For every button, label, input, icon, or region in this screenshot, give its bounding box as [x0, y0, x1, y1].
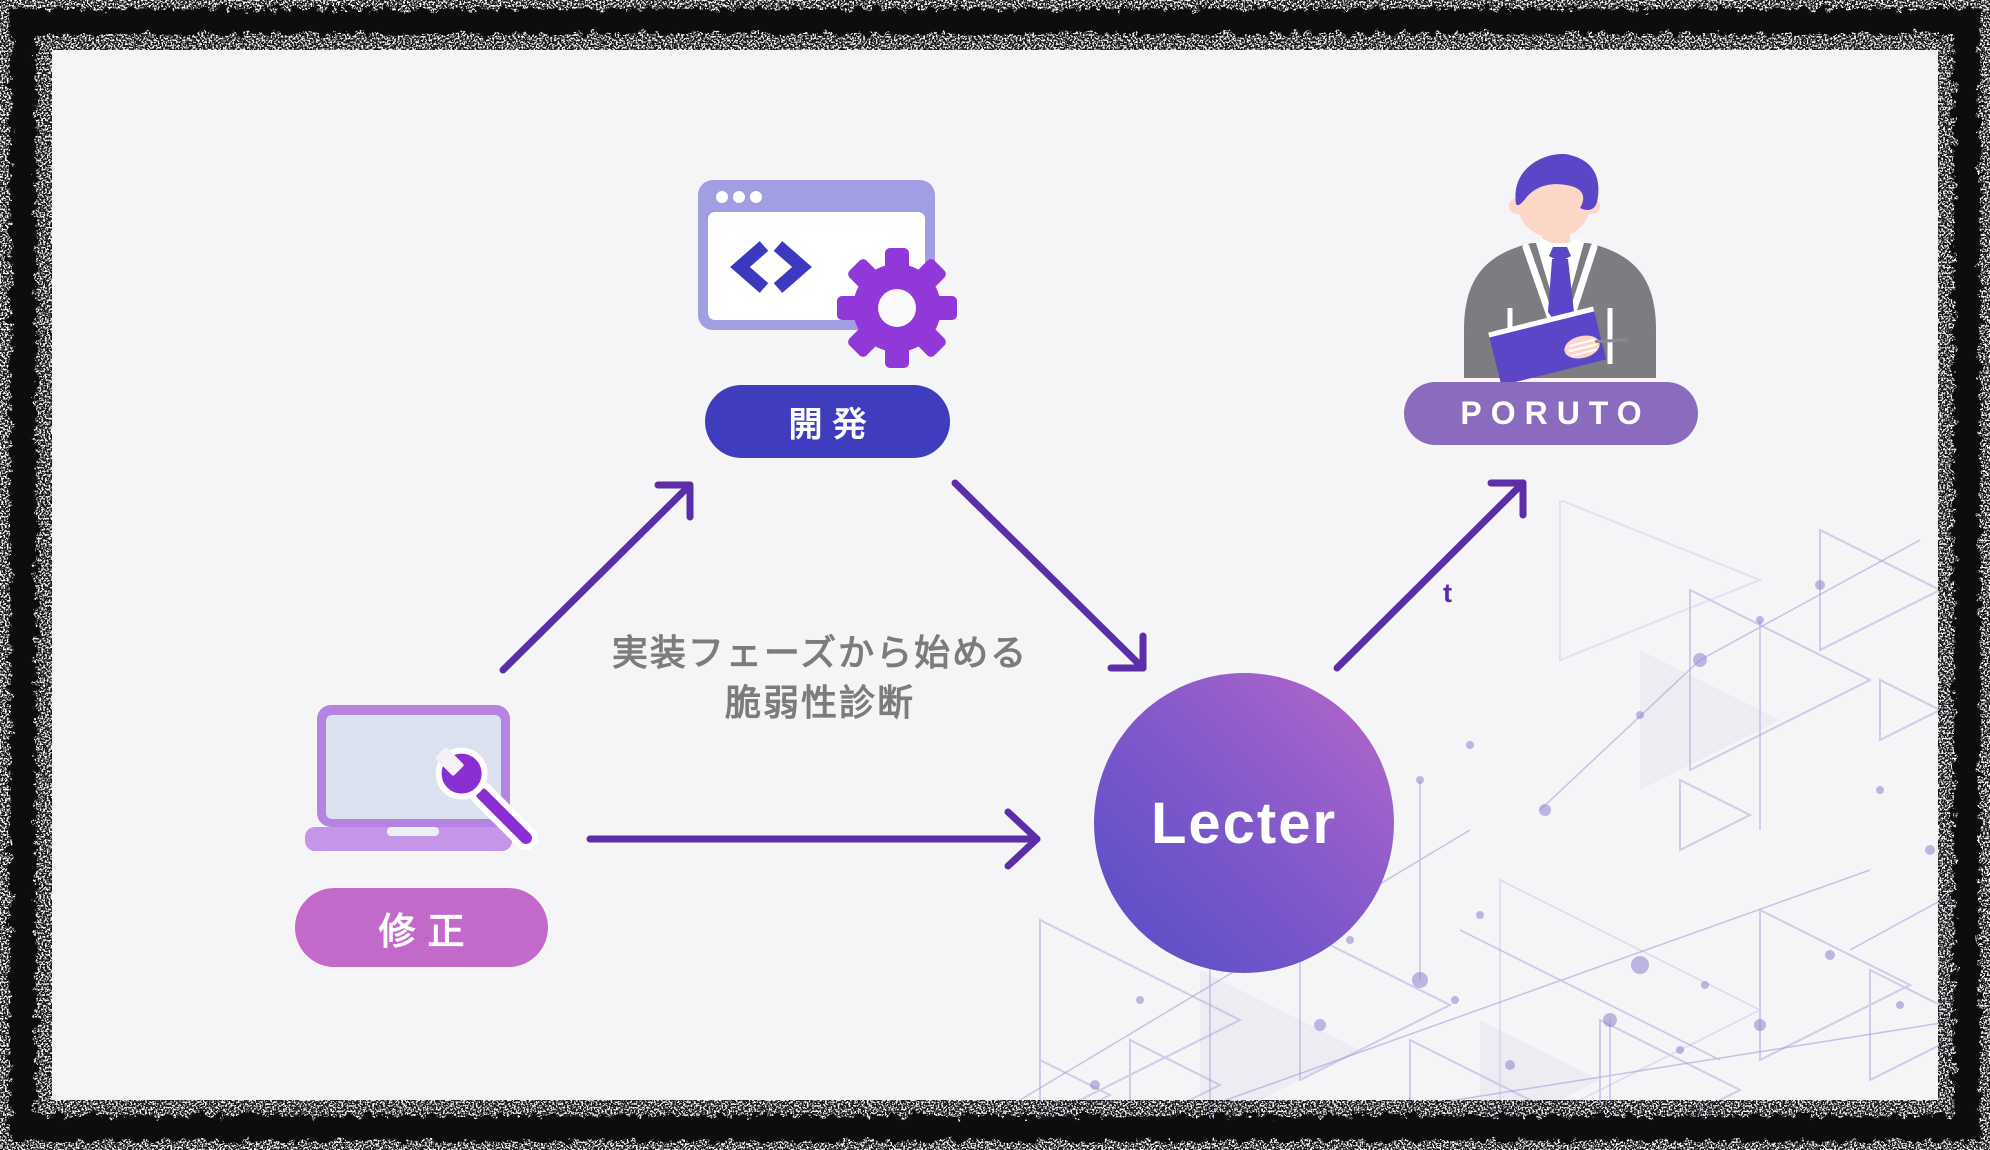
caption-line1: 実装フェーズから始める	[611, 632, 1029, 673]
development-label: 開発	[788, 406, 877, 444]
fix-pill: 修正	[295, 888, 548, 967]
window-dots-icon	[716, 191, 762, 203]
caption-line2: 脆弱性診断	[724, 682, 915, 723]
poruto-label: PORUTO	[1460, 395, 1651, 431]
gear-icon	[837, 248, 957, 368]
fix-label: 修正	[378, 910, 477, 952]
poruto-pill: PORUTO	[1404, 382, 1698, 445]
laptop-wrench-icon	[305, 705, 538, 851]
lecter-label: Lecter	[1150, 790, 1338, 856]
development-pill: 開発	[705, 385, 950, 458]
code-window-gear-icon	[698, 180, 957, 368]
center-caption: 実装フェーズから始める 脆弱性診断	[570, 628, 1070, 728]
businessman-icon	[1464, 154, 1656, 385]
lecter-circle: Lecter	[1094, 673, 1394, 973]
